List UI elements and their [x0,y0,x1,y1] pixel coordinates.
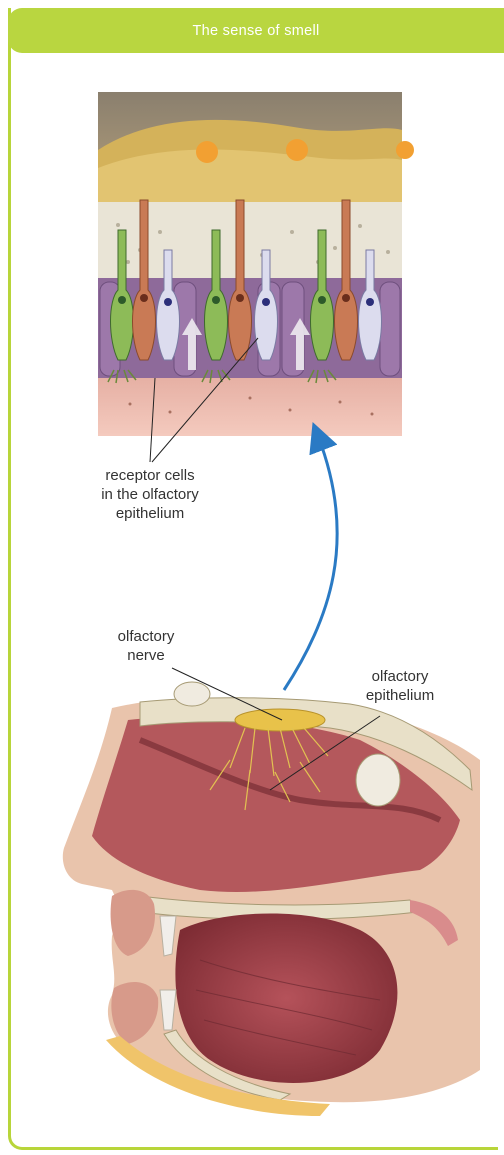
zoom-arrow [284,436,337,690]
receptor-label-line-2: in the olfactory [50,485,250,504]
nerve-label-line-2: nerve [86,646,206,665]
receptor-cells-label: receptor cells in the olfactory epitheli… [50,466,250,523]
epithelium-label-line-1: olfactory [340,667,460,686]
receptor-label-line-1: receptor cells [50,466,250,485]
receptor-label-line-3: epithelium [50,504,250,523]
olfactory-epithelium-label: olfactory epithelium [340,667,460,705]
nasal-cavity-section-image [63,682,480,1116]
nerve-label-line-1: olfactory [86,627,206,646]
epithelium-label-line-2: epithelium [340,686,460,705]
epithelium-closeup-image [98,92,414,436]
olfactory-nerve-label: olfactory nerve [86,627,206,665]
